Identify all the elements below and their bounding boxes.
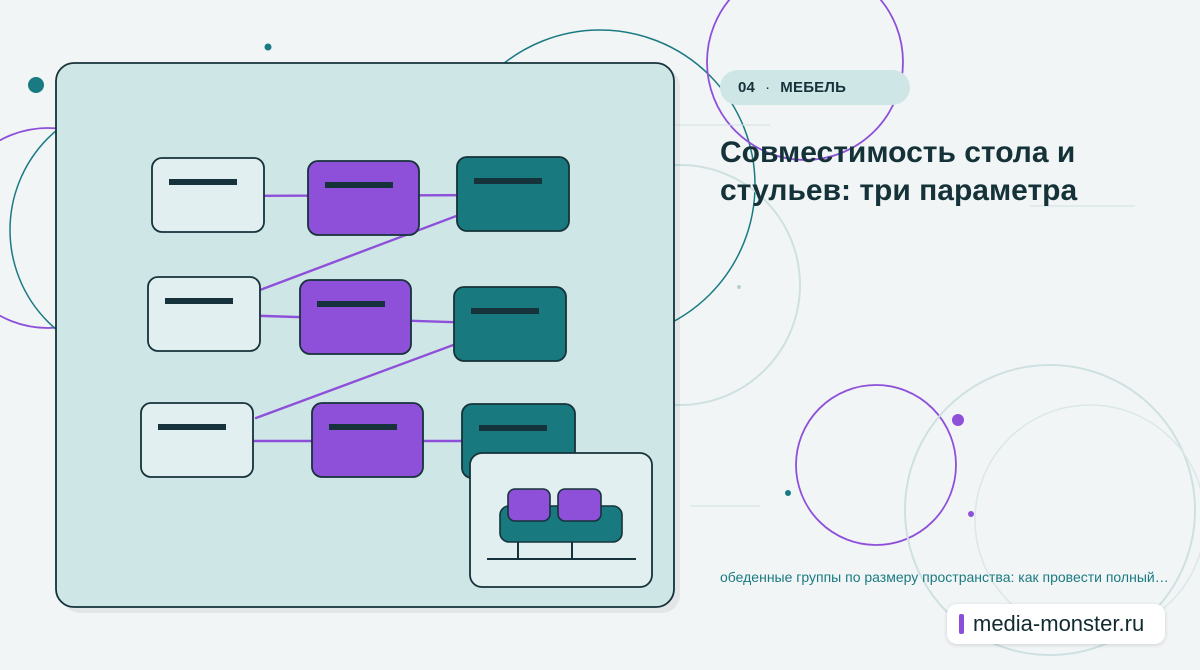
node-text-bar [474,178,542,184]
article-title: Совместимость стола и стульев: три парам… [720,136,1078,207]
node-text-bar [325,182,393,188]
brand-name: media-monster.ru [973,611,1145,636]
node-text-bar [479,425,547,431]
node-text-bar [165,298,233,304]
diagram-node-purple [299,279,412,355]
diagram-node-light [147,276,261,352]
node-text-bar [317,301,385,307]
diagram-node-light [151,157,265,233]
node-text-bar [471,308,539,314]
category-separator: · [765,79,771,96]
brand-accent-bar [959,614,964,634]
deco-circle [706,0,904,161]
deco-circle [974,404,1200,636]
diagram-node-teal [456,156,570,232]
deco-dot [785,490,791,496]
deco-circle [904,364,1196,656]
node-text-bar [169,179,237,185]
diagram-node-teal [453,286,567,362]
node-text-bar [329,424,397,430]
deco-dot [952,414,964,426]
category-label: МЕБЕЛЬ [780,79,847,96]
diagram-node-purple [307,160,420,236]
diagram-illustration [55,62,680,613]
category-tag[interactable]: 04 · МЕБЕЛЬ [720,70,910,105]
diagram-node-purple [311,402,424,478]
deco-circle [795,384,957,546]
deco-dot [28,77,44,93]
brand-badge[interactable]: media-monster.ru [947,604,1165,644]
related-article-link[interactable]: обеденные группы по размеру пространства… [720,569,1169,585]
sofa-icon [469,452,653,588]
deco-dot [264,43,272,51]
diagram-node-light [140,402,254,478]
deco-dot [968,511,974,517]
deco-dot [737,285,741,289]
category-number: 04 [738,79,756,96]
node-text-bar [158,424,226,430]
